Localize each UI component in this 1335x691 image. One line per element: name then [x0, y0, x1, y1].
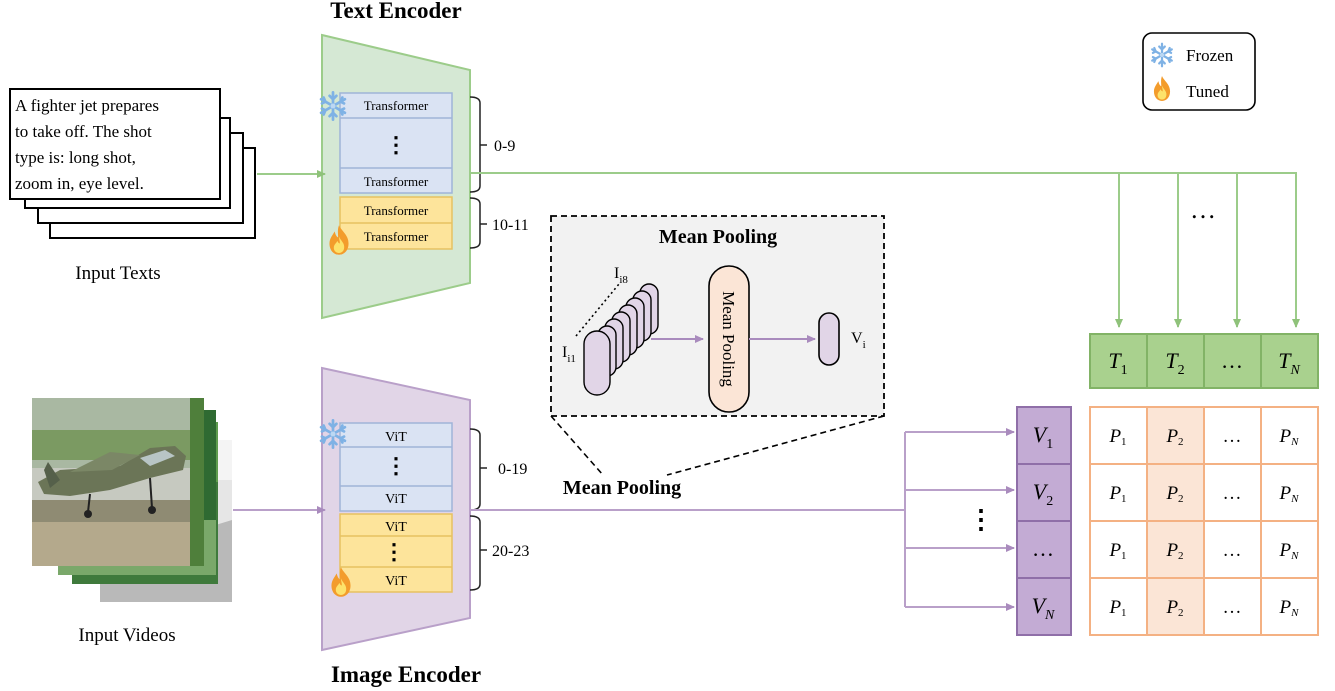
- text-tuned-layer-1: Transformer: [364, 203, 429, 218]
- probability-cell: P2: [1165, 426, 1183, 448]
- image-tuned-range: 20-23: [492, 543, 529, 560]
- video-embedding-label: VN: [1032, 593, 1055, 623]
- image-tuned-layer-2: ViT: [385, 574, 407, 589]
- pooled-vector-label: Vi: [851, 330, 866, 351]
- input-text-line-4: zoom in, eye level.: [15, 174, 144, 193]
- text-embedding-row: [1089, 333, 1319, 389]
- probability-cell: P1: [1108, 597, 1126, 619]
- video-embedding-label: V2: [1033, 479, 1053, 509]
- legend-tuned-label: Tuned: [1186, 82, 1229, 101]
- video-output-ellipsis: ⋮: [968, 505, 994, 534]
- probability-cell: P1: [1108, 483, 1126, 505]
- image-frozen-layer-2: ViT: [385, 492, 407, 507]
- image-frozen-range: 0-19: [498, 461, 527, 478]
- image-tuned-layer-1: ViT: [385, 520, 407, 535]
- frame-last-label: Ii8: [614, 265, 628, 286]
- text-encoder-title: Text Encoder: [330, 0, 461, 23]
- input-text-stack: [9, 88, 256, 239]
- input-video-stack: [32, 398, 232, 602]
- mean-pooling-panel-title: Mean Pooling: [659, 226, 777, 248]
- probability-cell: P2: [1165, 483, 1183, 505]
- text-frozen-range: 0-9: [494, 138, 515, 155]
- input-texts-caption: Input Texts: [75, 263, 160, 284]
- mean-pooling-caption: Mean Pooling: [563, 477, 681, 499]
- frame-first-label: Ii1: [562, 344, 576, 365]
- text-embedding-label: T2: [1165, 348, 1184, 378]
- pooled-vector: [818, 312, 840, 366]
- image-encoder-title: Image Encoder: [331, 662, 481, 687]
- text-frozen-block: [339, 92, 453, 194]
- text-embedding-label: T1: [1108, 348, 1127, 378]
- image-frozen-layer-1: ViT: [385, 430, 407, 445]
- probability-cell: …: [1223, 426, 1242, 447]
- video-output-connectors: [470, 428, 1015, 611]
- input-text-line-1: A fighter jet prepares: [15, 96, 159, 115]
- probability-cell: …: [1223, 540, 1242, 561]
- probability-cell: P1: [1108, 540, 1126, 562]
- probability-cell: P1: [1108, 426, 1126, 448]
- video-embedding-label: V1: [1033, 422, 1053, 452]
- probability-cell: PN: [1279, 426, 1300, 448]
- legend-frozen-label: Frozen: [1186, 46, 1234, 65]
- image-tuned-block: [339, 513, 453, 593]
- text-tuned-layer-2: Transformer: [364, 229, 429, 244]
- probability-cell: …: [1223, 483, 1242, 504]
- video-embedding-column: [1016, 406, 1072, 636]
- text-frozen-layer-1: Transformer: [364, 98, 429, 113]
- text-embedding-label: TN: [1278, 348, 1300, 378]
- input-videos-caption: Input Videos: [78, 625, 175, 646]
- frame-feature-stack: [583, 283, 659, 396]
- probability-matrix: [1089, 406, 1319, 636]
- probability-cell: PN: [1279, 540, 1300, 562]
- probability-cell: P2: [1165, 597, 1183, 619]
- text-output-connectors: [470, 172, 1300, 328]
- text-embedding-label: …: [1221, 348, 1243, 373]
- input-text-line-2: to take off. The shot: [15, 122, 152, 141]
- image-frozen-block: [339, 422, 453, 512]
- probability-cell: …: [1223, 597, 1242, 618]
- video-embedding-label: …: [1032, 536, 1054, 561]
- text-frozen-layer-dots: ⋮: [385, 132, 407, 157]
- mean-pooling-block-label: Mean Pooling: [719, 291, 738, 387]
- text-output-ellipsis: …: [1190, 195, 1216, 224]
- video-frame-jet: [32, 398, 190, 566]
- image-tuned-layer-dots: ⋮: [383, 539, 405, 564]
- probability-cell: PN: [1279, 597, 1300, 619]
- text-frozen-layer-2: Transformer: [364, 174, 429, 189]
- input-text-line-3: type is: long shot,: [15, 148, 136, 167]
- probability-cell: P2: [1165, 540, 1183, 562]
- image-frozen-layer-dots: ⋮: [385, 453, 407, 478]
- probability-cell: PN: [1279, 483, 1300, 505]
- text-tuned-range: 10-11: [492, 217, 529, 234]
